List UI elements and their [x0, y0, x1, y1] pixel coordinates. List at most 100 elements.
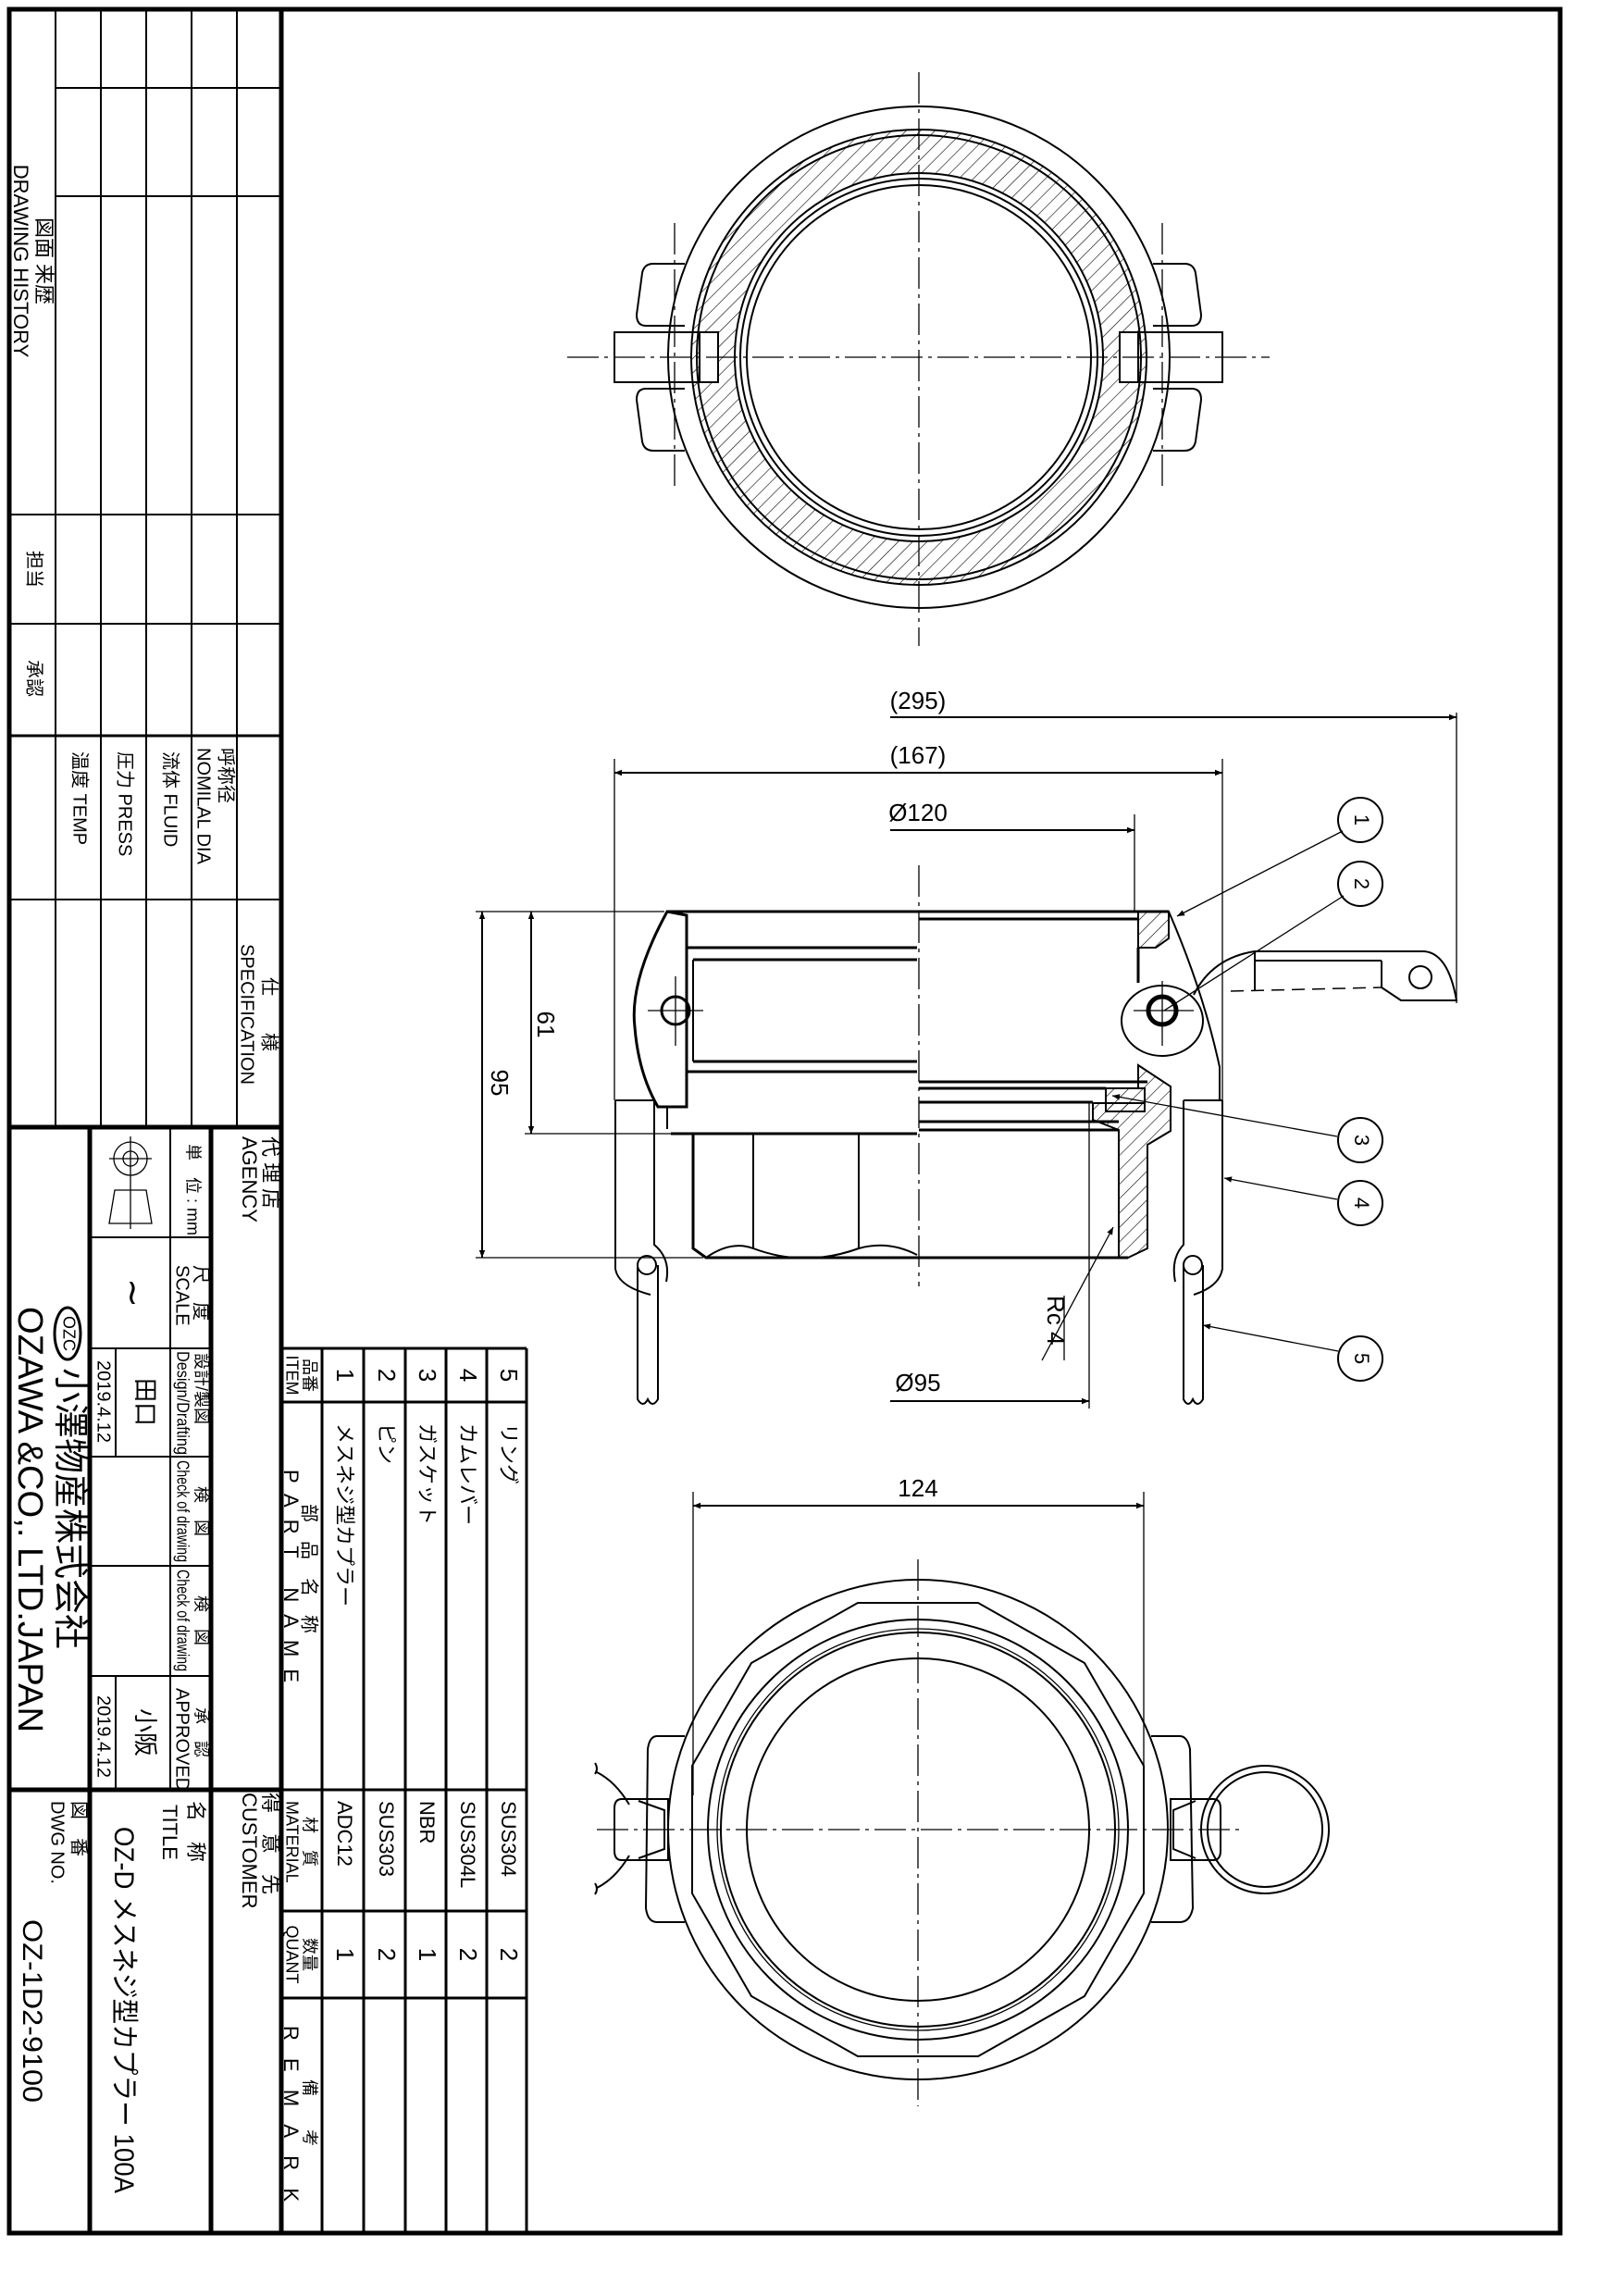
dwg-no-label-en: DWG NO.: [47, 1801, 68, 1884]
sheet-border: [6, 6, 1563, 2236]
table-row: 4 カムレバー SUS304L 2: [454, 1369, 482, 1961]
part-name: カムレバー: [456, 1423, 479, 1525]
balloon-1: 1: [1337, 797, 1383, 843]
cam-lever-right: [1172, 1099, 1223, 1296]
part-quant: 2: [454, 1948, 482, 1961]
approved-label-en: APPROVED: [172, 1688, 192, 1791]
part-no: 2: [373, 1369, 401, 1382]
material-header-jp: 材 質: [300, 1817, 318, 1867]
part-no: 5: [495, 1369, 523, 1382]
company-name-en: OZAWA &CO,. LTD.JAPAN: [10, 1307, 49, 1732]
temp-label: 温度 TEMP: [69, 751, 91, 845]
dim-outer-diameter: Ø120: [888, 799, 948, 826]
part-quant: 2: [495, 1948, 523, 1961]
ear-right: [1151, 1735, 1195, 1923]
check1-label-en: Check of drawing: [173, 1460, 192, 1562]
specification-title-jp: 仕 様: [259, 977, 280, 1051]
design-name: 田口: [131, 1378, 159, 1426]
nominal-dia-label-jp: 呼称径: [216, 748, 237, 803]
ear-left: [644, 1735, 685, 1923]
hatched-section: [690, 129, 1147, 586]
projection-symbol-icon: [108, 1136, 153, 1229]
fluid-label: 流体 FLUID: [160, 751, 181, 847]
svg-text:1: 1: [1350, 814, 1373, 825]
dwg-no-value: OZ-1D2-9100: [17, 1919, 47, 2103]
title-label-en: TITLE: [158, 1805, 181, 1860]
svg-text:5: 5: [1350, 1353, 1373, 1364]
balloon-2: 2: [1337, 861, 1383, 907]
part-name: ガスケット: [415, 1423, 439, 1525]
svg-text:4: 4: [1350, 1198, 1373, 1209]
part-material: ADC12: [333, 1801, 356, 1867]
top-section-view: [567, 72, 1270, 646]
company-logo: OZC: [53, 1306, 82, 1361]
part-name: メスネジ型カプラー: [333, 1423, 356, 1607]
cam-lever-handle: [1193, 950, 1458, 1001]
table-row: 2 ピン SUS303 2: [373, 1369, 401, 1961]
material-header-en: MATERIAL: [282, 1801, 301, 1883]
part-material: NBR: [415, 1801, 439, 1843]
scale-value: ∼: [113, 1278, 152, 1308]
check2-label-en: Check of drawing: [173, 1570, 192, 1671]
hex-outline: [691, 1602, 1145, 2057]
part-material: SUS304: [497, 1801, 520, 1877]
pull-ring-right: [1200, 1765, 1330, 1894]
specification-block: 呼称径 NOMILAL DIA 流体 FLUID 圧力 PRESS 温度 TEM…: [69, 748, 280, 1085]
dim-overall-length: (295): [890, 687, 947, 714]
gasket-section: [1105, 1087, 1146, 1112]
design-date: 2019.4.12: [93, 1360, 114, 1443]
dim-total-height: 95: [486, 1070, 514, 1097]
drawing-title: OZ-D メスネジ型カプラー 100A: [108, 1827, 139, 2193]
balloon-5: 5: [1337, 1335, 1383, 1382]
table-row: 1 メスネジ型カプラー ADC12 1: [331, 1369, 359, 1961]
dwg-no-label-jp: 図 番: [68, 1801, 90, 1856]
approved-label-jp: 承 認: [192, 1707, 210, 1757]
agency-label-en: AGENCY: [238, 1136, 261, 1222]
cam-lever-left: [614, 1099, 669, 1296]
scale-label-jp: 尺 度: [191, 1265, 212, 1321]
approval-label: 承認: [24, 660, 45, 697]
customer-label-en: CUSTOMER: [238, 1793, 261, 1909]
ear-bottom-left: [635, 388, 685, 452]
history-block: 図面 来歴 DRAWING HISTORY 担当 承認: [9, 9, 284, 2233]
part-material: SUS304L: [456, 1801, 479, 1888]
design-label-jp: 設計/製図: [192, 1353, 210, 1424]
specification-title-en: SPECIFICATION: [237, 944, 257, 1085]
thread-spec: Rc 4: [1042, 1296, 1070, 1345]
company-logo-text: OZC: [59, 1316, 78, 1351]
unit-label: 単 位 : mm: [183, 1144, 202, 1235]
part-name: ピン: [375, 1423, 398, 1464]
design-label-en: Design/Drafting: [173, 1351, 192, 1455]
part-name-header-jp: 部 品 名 称: [299, 1504, 320, 1633]
dim-upper-height: 61: [532, 1011, 560, 1038]
in-charge-label: 担当: [24, 551, 45, 588]
part-quant: 1: [331, 1948, 359, 1961]
check2-label-jp: 検 図: [192, 1595, 210, 1645]
approved-date: 2019.4.12: [93, 1695, 114, 1778]
quant-header-en: QUANT: [282, 1926, 301, 1984]
part-no: 3: [414, 1369, 441, 1382]
chain-left: [594, 1762, 630, 1895]
parts-header: 品番 ITEM 部 品 名 称 PART NAME 材 質 MATERIAL 数…: [279, 1356, 320, 2203]
side-view: [614, 865, 1458, 1405]
ear-top-left: [635, 263, 685, 327]
part-no: 4: [454, 1369, 482, 1382]
approved-name: 小阪: [131, 1708, 159, 1756]
title-label-jp: 名 称: [184, 1801, 207, 1862]
balloon-4: 4: [1337, 1180, 1383, 1226]
part-quant: 1: [414, 1948, 441, 1961]
dim-body-length: (167): [890, 741, 947, 769]
check1-label-jp: 検 図: [192, 1486, 210, 1536]
ring-section: [1137, 911, 1170, 949]
ear-top-right: [1153, 263, 1203, 327]
svg-text:2: 2: [1350, 878, 1373, 889]
parts-list-table: 品番 ITEM 部 品 名 称 PART NAME 材 質 MATERIAL 数…: [279, 1347, 528, 2233]
balloon-3: 3: [1337, 1117, 1383, 1163]
company-name-jp: 小澤物産株式会社: [50, 1368, 89, 1649]
table-row: 5 リング SUS304 2: [495, 1369, 523, 1961]
title-block: 代 理 店 AGENCY 単 位 : mm 尺 度 SCALE ∼ 設計/製図 …: [9, 1127, 282, 2233]
part-no: 1: [331, 1369, 359, 1382]
side-view-dimensions: (295) (167) Ø120 61 95 Ø95 Rc 4: [476, 687, 1457, 1409]
svg-text:3: 3: [1350, 1135, 1373, 1146]
